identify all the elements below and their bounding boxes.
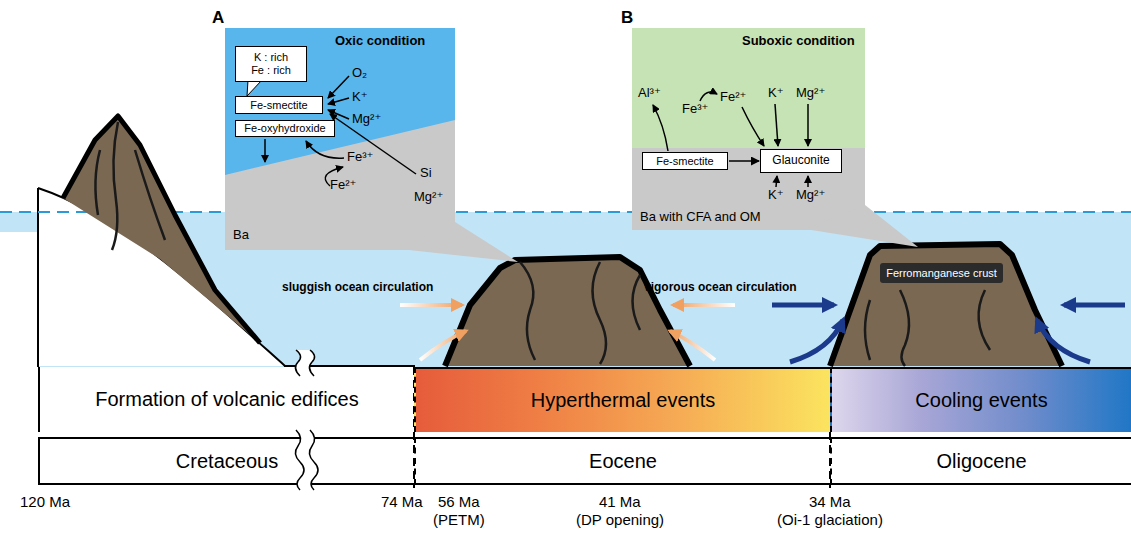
reaction-arrow — [729, 160, 759, 162]
illustration-part — [807, 176, 809, 187]
mineral-box: Fe-smectite — [235, 96, 323, 114]
ion-label: Mg²⁺ — [414, 190, 443, 205]
axis-break — [295, 430, 318, 490]
callout-pointer — [805, 205, 918, 247]
node-text: K : rich — [254, 51, 288, 64]
callout-pointer — [400, 222, 518, 262]
node-text: Glauconite — [772, 154, 829, 168]
node-text: Fe-smectite — [250, 99, 307, 112]
ground — [0, 232, 38, 492]
node-text: Oligocene — [936, 450, 1026, 473]
event-band: Formation of volcanic edifices — [38, 367, 414, 432]
bubble-tail — [247, 80, 262, 96]
sediment-label: Ba with CFA and OM — [640, 210, 761, 225]
border-line — [37, 188, 39, 367]
circulation-arrow — [790, 320, 843, 362]
ion-label: Fe²⁺ — [330, 178, 356, 193]
axis-break — [295, 430, 318, 490]
circulation-label: vigorous ocean circulation — [644, 281, 797, 295]
node-text: Fe-oxyhydroxide — [244, 122, 325, 135]
time-label: 74 Ma — [381, 493, 423, 510]
illustration-part — [653, 105, 668, 151]
period-band: Eocene — [414, 437, 830, 485]
node-text: Ferromanganese crust — [886, 267, 997, 280]
time-label: (Oi-1 glaciation) — [777, 511, 883, 528]
ion-label: K⁺ — [352, 90, 368, 105]
illustration-part — [775, 104, 778, 146]
node-text: Hyperthermal events — [531, 389, 716, 412]
node-text: Eocene — [589, 450, 657, 473]
node-text: Formation of volcanic edifices — [95, 388, 358, 411]
circulation-label: sluggish ocean circulation — [282, 281, 433, 295]
illustration-part — [807, 104, 809, 146]
volcano-crack — [865, 290, 990, 366]
period-band: Oligocene — [830, 437, 1131, 485]
node-text: Cooling events — [915, 389, 1047, 412]
panel-sediment — [225, 120, 455, 250]
volcano-outline — [445, 257, 690, 366]
illustration-part — [742, 107, 764, 146]
event-band: Cooling events — [830, 367, 1131, 432]
circulation-arrow — [772, 303, 834, 308]
node-text: Fe-smectite — [656, 155, 713, 168]
time-label: 56 Ma — [438, 493, 480, 510]
circulation-arrow — [420, 331, 466, 360]
ion-label: Mg²⁺ — [352, 112, 381, 127]
callout-panel: Suboxic condition Ba with CFA and OM Fe-sm… — [632, 28, 865, 230]
ion-label: Mg²⁺ — [796, 86, 825, 101]
axis-break — [295, 350, 314, 376]
time-label: 34 Ma — [809, 493, 851, 510]
ion-label: Mg²⁺ — [796, 188, 825, 203]
volcano — [830, 244, 1062, 366]
mineral-box: Glauconite — [760, 149, 842, 173]
volcano — [445, 257, 690, 366]
volcano-crack — [95, 122, 165, 250]
ion-label: Si — [420, 166, 432, 181]
axis-break — [295, 430, 318, 490]
time-label: (PETM) — [433, 511, 485, 528]
ion-label: K⁺ — [768, 86, 784, 101]
time-label: 120 Ma — [20, 493, 70, 510]
panel-sediment — [632, 148, 865, 230]
ion-label: O₂ — [352, 66, 367, 81]
ion-label: Fe³⁺ — [682, 102, 708, 117]
mineral-box: Fe-oxyhydroxide — [235, 120, 335, 137]
sediment-label: Ba — [233, 228, 249, 243]
circulation-arrow — [400, 303, 462, 307]
panel-letter: A — [212, 8, 224, 28]
crust-band: Ferromanganese crust — [880, 263, 1003, 283]
circulation-arrow — [1064, 303, 1125, 308]
panel-title: Suboxic condition — [742, 34, 855, 49]
axis-break — [295, 350, 314, 376]
ion-label: Fe²⁺ — [720, 90, 746, 105]
time-label: 41 Ma — [599, 493, 641, 510]
panel-letter: B — [621, 8, 633, 28]
ion-label: Al³⁺ — [638, 86, 661, 101]
node-text: Fe : rich — [251, 64, 291, 77]
time-label: (DP opening) — [576, 511, 664, 528]
period-band: Cretaceous — [38, 437, 414, 485]
ion-label: K⁺ — [768, 188, 784, 203]
panel-water — [632, 28, 865, 148]
illustration-part — [700, 92, 717, 101]
circulation-arrow — [670, 331, 715, 360]
illustration-part — [306, 141, 344, 158]
speech-bubble: K : richFe : rich — [235, 46, 307, 82]
volcano-crack — [520, 262, 640, 364]
panel-title: Oxic condition — [335, 34, 425, 49]
node-text: Cretaceous — [176, 450, 278, 473]
illustration-part — [776, 176, 777, 187]
mineral-box: Fe-smectite — [642, 152, 728, 170]
callout-panel: Oxic conditionBa K : richFe : richFe-smec… — [225, 28, 455, 250]
ion-label: Fe³⁺ — [347, 150, 373, 165]
illustration-part — [328, 98, 349, 104]
illustration-part — [264, 139, 266, 162]
circulation-arrow — [1037, 320, 1090, 362]
illustration-part — [328, 76, 349, 98]
circulation-arrow — [673, 303, 735, 307]
panel-water — [225, 28, 455, 250]
volcano-outline — [830, 244, 1062, 366]
event-band: Hyperthermal events — [414, 367, 830, 432]
